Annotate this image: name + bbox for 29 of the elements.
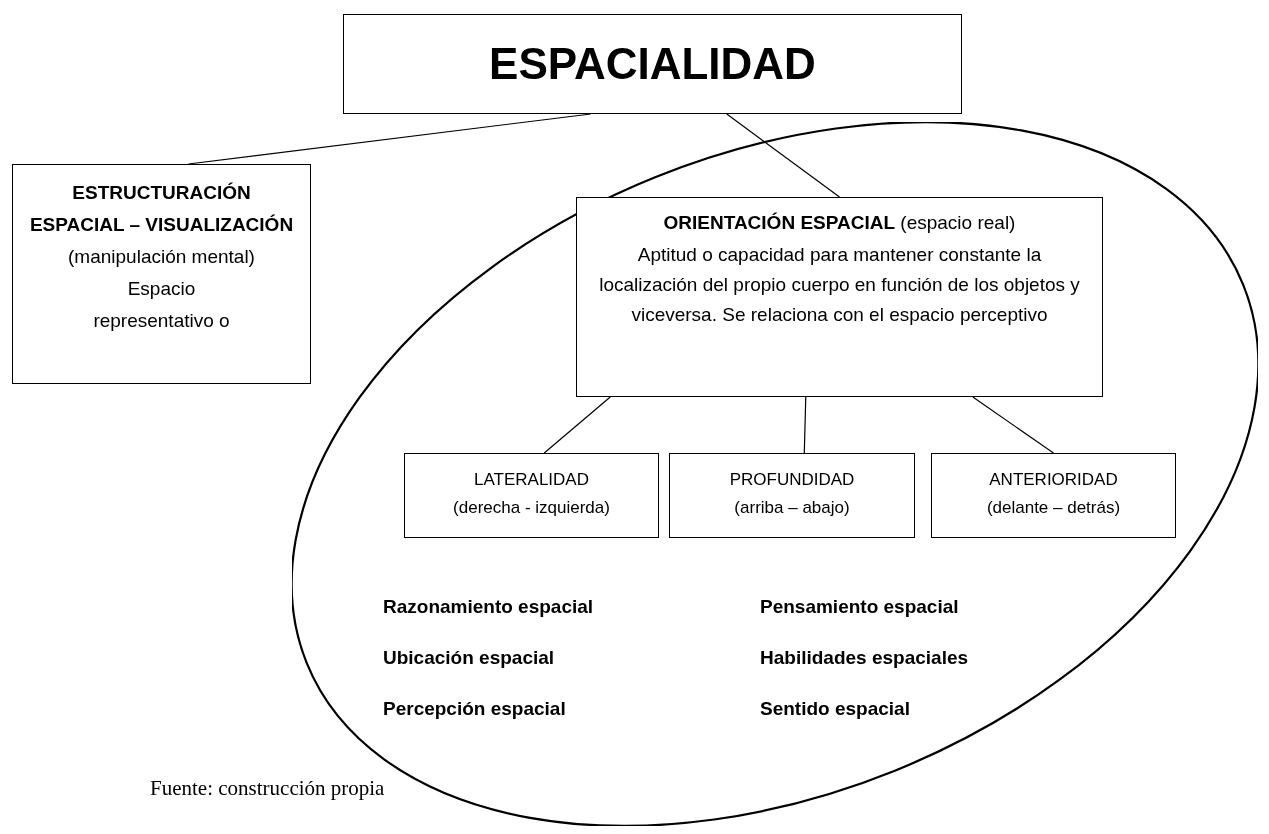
concept-term: Pensamiento espacial bbox=[760, 596, 959, 618]
concept-term: Ubicación espacial bbox=[383, 647, 555, 669]
box-heading: ANTERIORIDAD bbox=[988, 469, 1119, 491]
box-heading: ORIENTACIÓN ESPACIAL (espacio real) bbox=[662, 211, 1017, 235]
caption: Fuente: construcción propia bbox=[150, 776, 385, 801]
box-text: Espacio representativo o bbox=[92, 277, 231, 333]
category-box bbox=[931, 453, 1176, 538]
box-text: Aptitud o capacidad para mantener constante la localización del propio cuerpo en función de los objetos y viceversa. Se relaciona con el espacio perceptivo bbox=[598, 243, 1081, 327]
connector-line bbox=[726, 113, 841, 198]
concept-term: Sentido espacial bbox=[760, 698, 910, 720]
connector-line bbox=[543, 396, 611, 454]
box-text: (arriba – abajo) bbox=[733, 497, 851, 519]
box-heading: LATERALIDAD bbox=[473, 469, 590, 491]
box-text: (delante – detrás) bbox=[985, 497, 1122, 519]
concept-term: Habilidades espaciales bbox=[760, 647, 969, 669]
concept-box bbox=[12, 164, 311, 384]
connector-line bbox=[972, 396, 1055, 454]
box-text: (manipulación mental) bbox=[67, 245, 256, 269]
category-box bbox=[404, 453, 659, 538]
connector-line bbox=[803, 396, 807, 454]
box-heading: ESTRUCTURACIÓN ESPACIAL – VISUALIZACIÓN bbox=[28, 181, 295, 237]
box-heading: PROFUNDIDAD bbox=[728, 469, 856, 491]
concept-box bbox=[576, 197, 1103, 397]
concept-term: Razonamiento espacial bbox=[383, 596, 594, 618]
concept-term: Percepción espacial bbox=[383, 698, 566, 720]
title-text: ESPACIALIDAD bbox=[489, 39, 816, 89]
category-box bbox=[669, 453, 915, 538]
title-box bbox=[343, 14, 962, 114]
box-text: (derecha - izquierda) bbox=[452, 497, 611, 519]
